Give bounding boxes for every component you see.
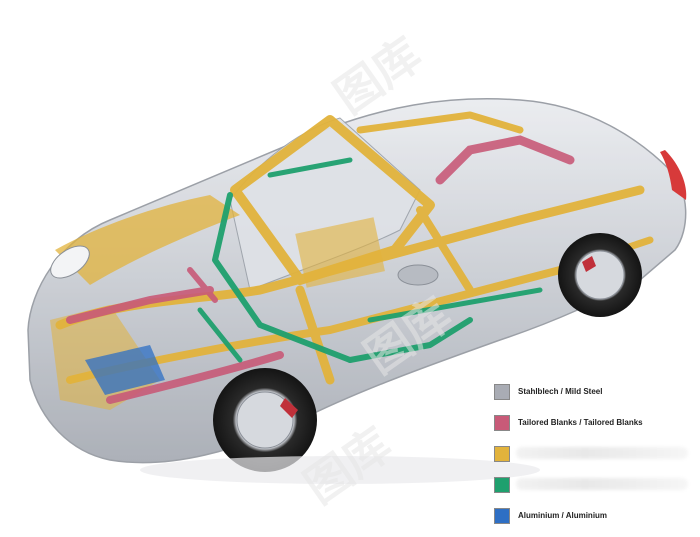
legend-item-steel-yellow bbox=[494, 444, 694, 463]
legend-label: Aluminium / Aluminium bbox=[518, 511, 608, 520]
side-mirror bbox=[397, 264, 439, 286]
ground-shadow bbox=[140, 456, 540, 484]
legend-item-aluminium: Aluminium / Aluminium bbox=[494, 506, 694, 525]
legend-swatch bbox=[494, 476, 510, 493]
legend-item-tailored-blanks: Tailored Blanks / Tailored Blanks bbox=[494, 413, 694, 432]
legend-swatch bbox=[494, 414, 510, 431]
legend-swatch bbox=[494, 507, 510, 524]
legend-label-obscured bbox=[516, 447, 688, 459]
floor-pan-steel bbox=[295, 217, 385, 288]
tail-light bbox=[660, 150, 687, 200]
reinforcement-structure bbox=[197, 157, 543, 363]
rear-brake-caliper bbox=[582, 256, 596, 272]
front-brake-caliper bbox=[280, 398, 298, 418]
front-wheel-rim bbox=[236, 391, 294, 449]
aluminium-part bbox=[85, 345, 165, 395]
rear-wheel-rim bbox=[575, 250, 625, 300]
car-body-shell bbox=[27, 98, 687, 464]
headlight bbox=[50, 245, 90, 279]
legend-item-mild-steel: Stahlblech / Mild Steel bbox=[494, 382, 694, 401]
front-hood-steel bbox=[55, 195, 240, 285]
legend-swatch bbox=[494, 445, 510, 462]
tailored-blank-structure bbox=[66, 135, 575, 404]
legend-swatch bbox=[494, 383, 510, 400]
legend-label: Stahlblech / Mild Steel bbox=[518, 387, 603, 396]
material-legend: Stahlblech / Mild Steel Tailored Blanks … bbox=[494, 382, 694, 537]
legend-label-obscured bbox=[516, 478, 688, 490]
legend-item-steel-green bbox=[494, 475, 694, 494]
legend-label: Tailored Blanks / Tailored Blanks bbox=[518, 418, 643, 427]
